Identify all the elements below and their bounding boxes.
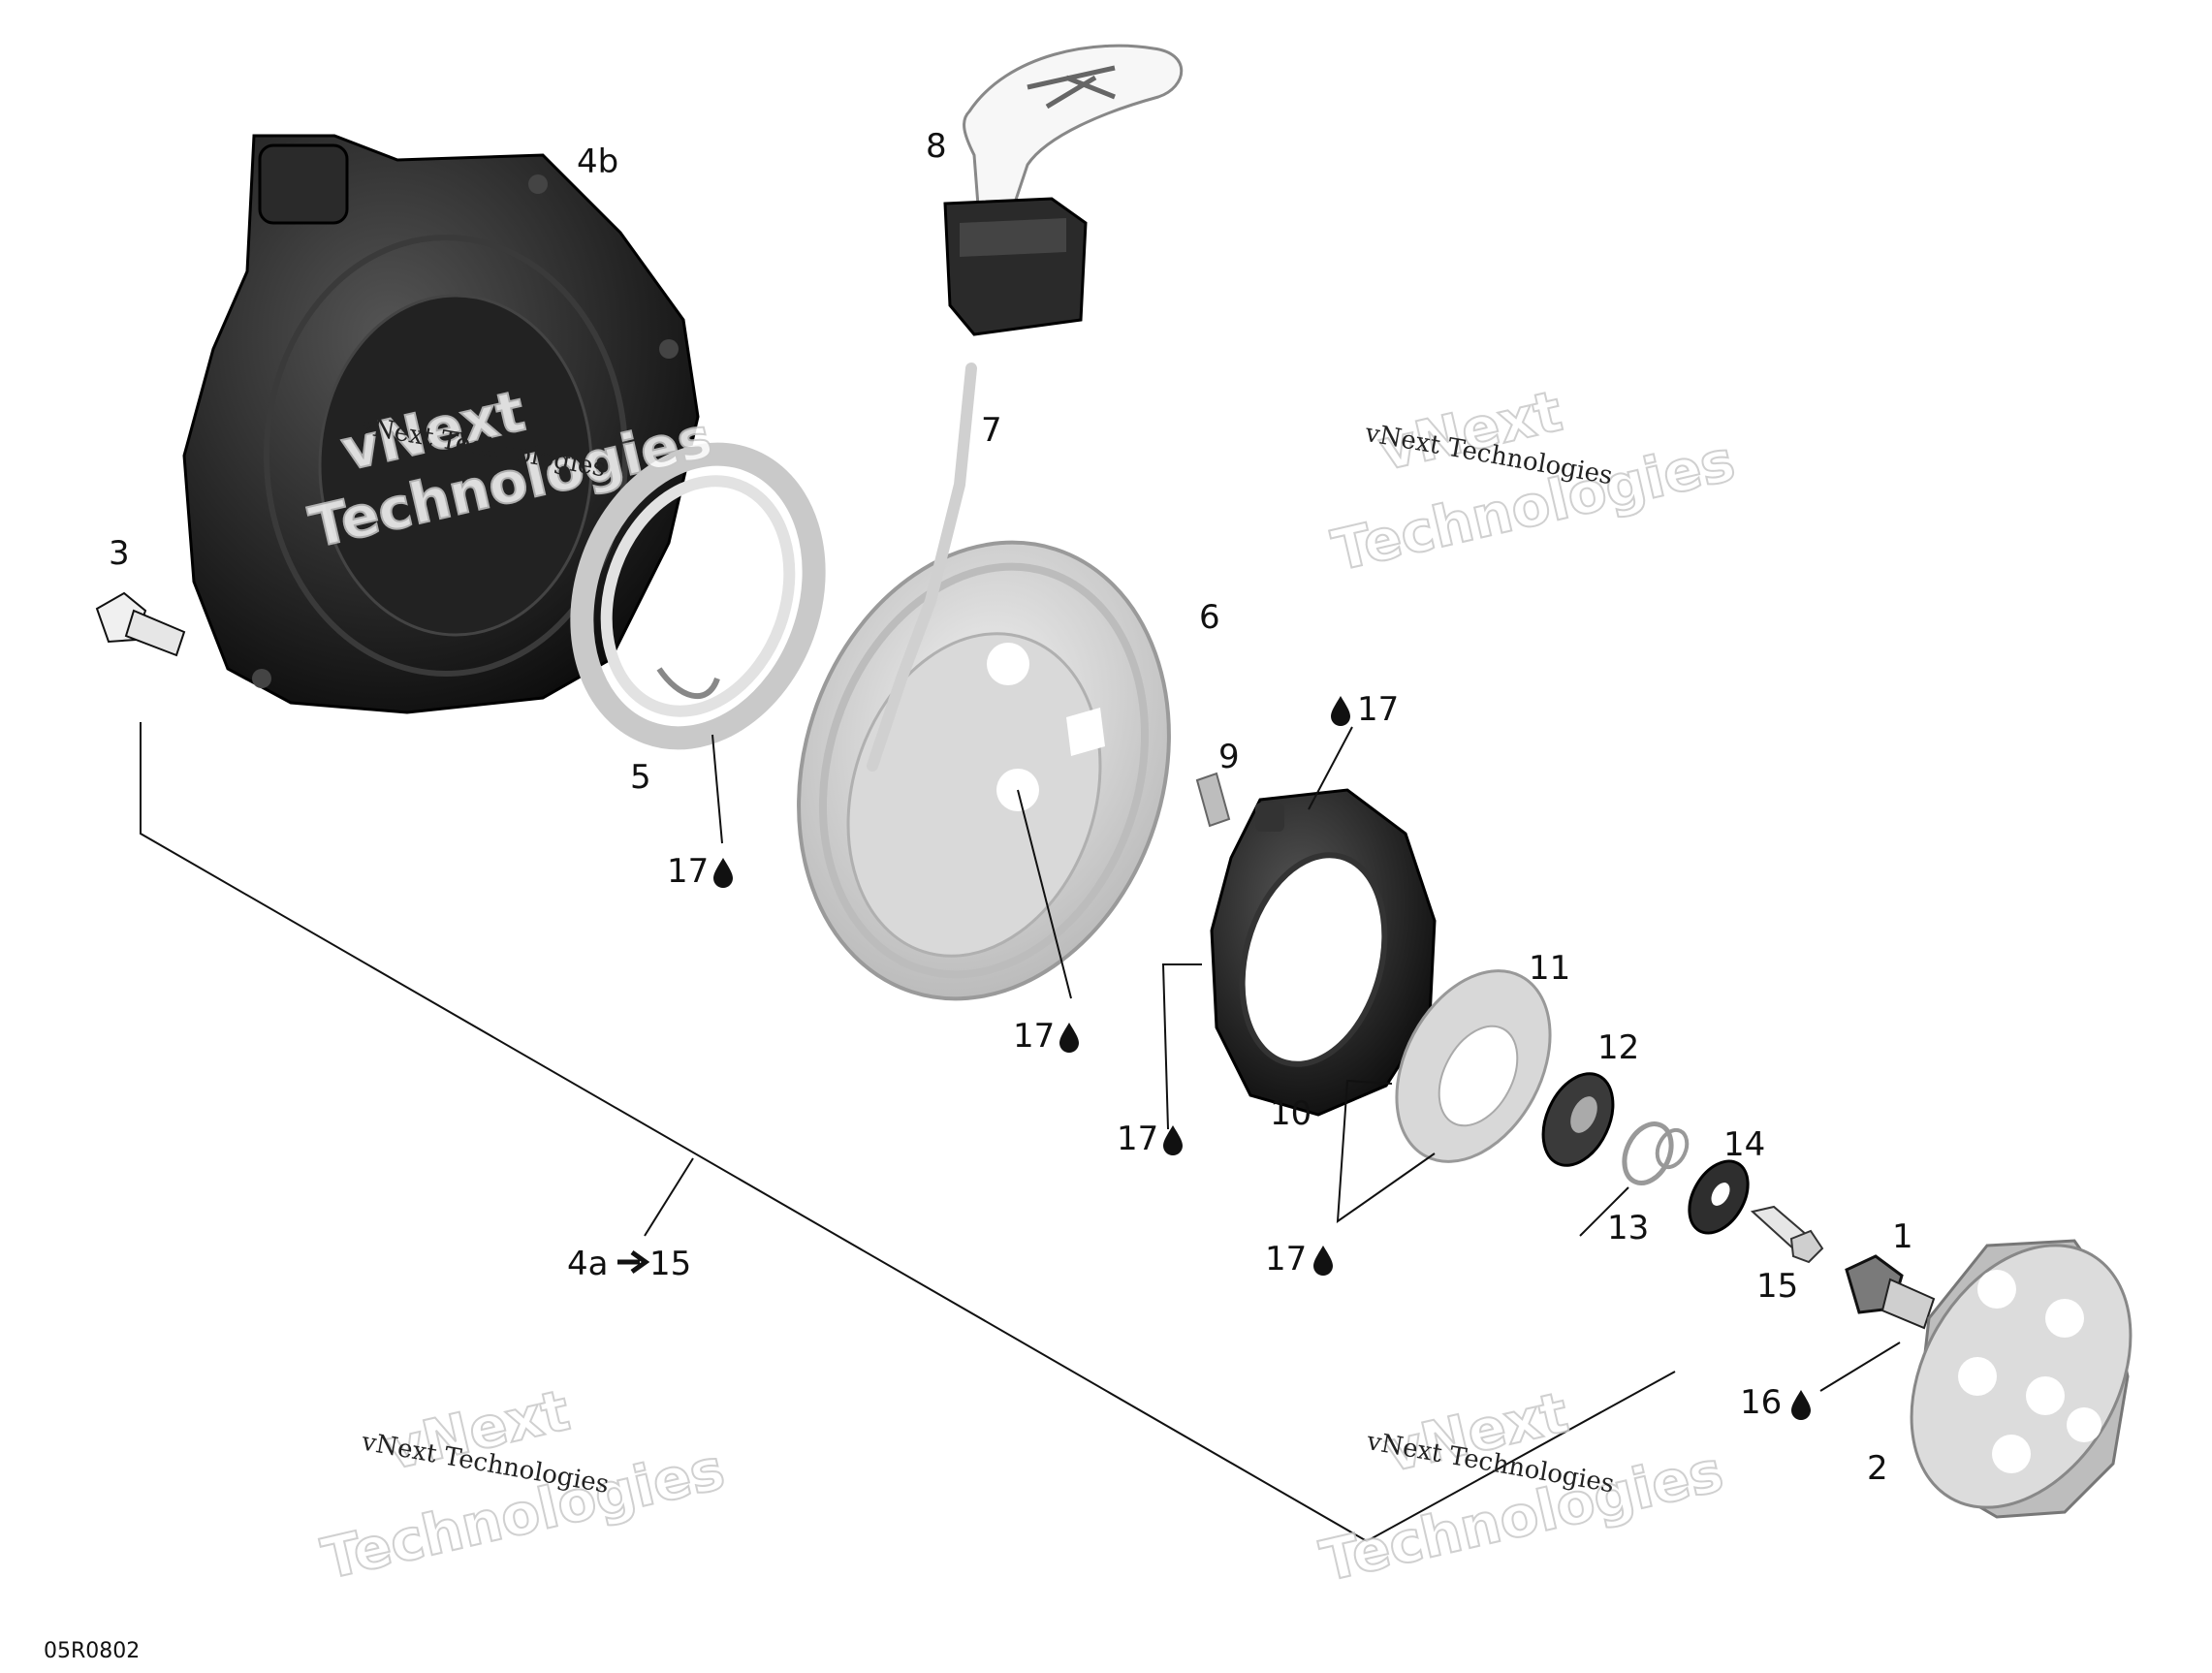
callout-17-washer: 17 (1265, 1240, 1307, 1278)
callout-17-ratchet: 17 (1117, 1120, 1158, 1158)
friction-washer-part (1395, 969, 1552, 1163)
callout-16: 16 (1740, 1383, 1782, 1422)
rewind-spring-part (570, 442, 826, 750)
grease-drop-icon (1059, 1023, 1079, 1053)
callout-1: 1 (1892, 1217, 1913, 1256)
pawl-part (1195, 772, 1231, 828)
grease-drop-icon (1163, 1125, 1183, 1155)
callout-14: 14 (1723, 1125, 1765, 1164)
callout-15: 15 (1756, 1267, 1798, 1306)
callout-4b: 4b (577, 142, 618, 181)
callout-13: 13 (1607, 1209, 1649, 1247)
flange-bolt-part (1845, 1254, 1936, 1330)
grease-drop-icon (713, 858, 733, 888)
callout-11: 11 (1529, 949, 1570, 988)
drawing-code: 05R0802 (44, 1639, 140, 1663)
callout-2: 2 (1867, 1449, 1888, 1488)
arrow-right-icon (617, 1249, 650, 1275)
spring-clip-part (1622, 1121, 1690, 1185)
grease-drop-icon (1791, 1390, 1811, 1420)
rope-pulley-part (797, 540, 1171, 1001)
bushing-part (1541, 1072, 1615, 1167)
callout-17-pulley: 17 (1013, 1017, 1055, 1056)
callout-4a: 4a (567, 1245, 608, 1283)
callout-5: 5 (630, 758, 651, 797)
watermark-bottom-right: vNext Technologies vNext Technologies (1313, 1378, 1729, 1595)
callout-12: 12 (1597, 1028, 1639, 1067)
callout-6: 6 (1199, 598, 1220, 637)
drive-cup-part (1910, 1239, 2133, 1519)
callout-17-spring: 17 (667, 852, 709, 891)
callout-labels: 3 4b 5 6 7 8 9 10 11 12 13 14 15 1 2 4a … (109, 127, 1913, 1488)
starter-housing-part (182, 134, 700, 714)
starter-handle-part (943, 44, 1184, 336)
screw-part (1750, 1205, 1824, 1264)
callout-3: 3 (109, 534, 130, 573)
watermark-top-right: vNext Technologies vNext Technologies (1325, 377, 1741, 585)
grease-drop-icon (1313, 1246, 1333, 1276)
callout-4a-range-end: 15 (649, 1245, 691, 1283)
ratchet-plate-part (1210, 788, 1437, 1117)
callout-9: 9 (1218, 738, 1240, 776)
callout-10: 10 (1270, 1094, 1311, 1133)
grease-drop-icon (1331, 696, 1350, 726)
callout-7: 7 (981, 411, 1002, 450)
callout-17-top: 17 (1357, 690, 1399, 729)
callout-8: 8 (926, 127, 947, 166)
leader-lines (140, 722, 1901, 1543)
watermark-bottom-left: vNext Technologies vNext Technologies (315, 1376, 731, 1594)
washer-part (1688, 1159, 1750, 1235)
bolt-part (95, 591, 186, 657)
starter-rope-part (867, 363, 977, 772)
